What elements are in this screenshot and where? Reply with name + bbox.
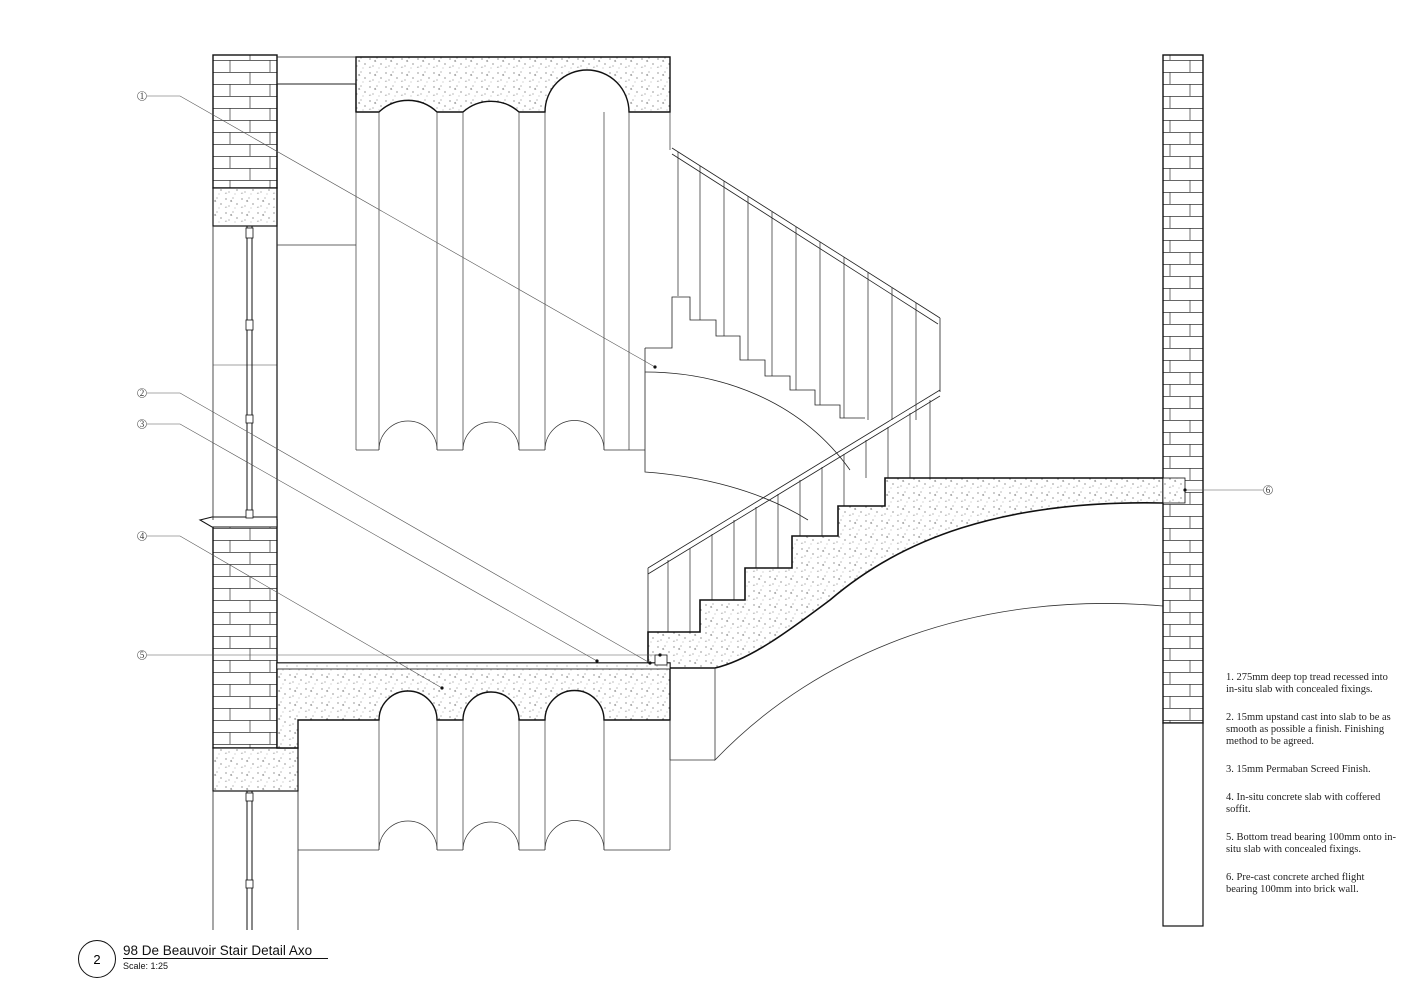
callout-dots bbox=[440, 365, 1187, 690]
callout-marker-6 bbox=[1263, 485, 1273, 495]
note-5: 5. Bottom tread bearing 100mm onto in-si… bbox=[1226, 832, 1397, 855]
callout-leaders bbox=[137, 91, 1273, 689]
lower-coffered-slab bbox=[276, 654, 671, 851]
drawing-title-block: 2 98 De Beauvoir Stair Detail Axo Scale:… bbox=[78, 940, 338, 980]
callout-number-2: 2 bbox=[140, 388, 145, 398]
left-brick-wall bbox=[198, 54, 299, 930]
callout-marker-2 bbox=[137, 388, 147, 398]
upper-coffered-slab bbox=[276, 56, 671, 520]
callout-marker-3 bbox=[137, 419, 147, 429]
right-brick-wall bbox=[1162, 54, 1204, 927]
callout-marker-4 bbox=[137, 531, 147, 541]
note-3: 3. 15mm Permaban Screed Finish. bbox=[1226, 764, 1371, 775]
note-2: 2. 15mm upstand cast into slab to be as … bbox=[1226, 712, 1391, 747]
callout-marker-5 bbox=[137, 650, 147, 660]
callout-number-5: 5 bbox=[140, 650, 145, 660]
drawing-scale: Scale: 1:25 bbox=[123, 961, 169, 971]
lower-handrail bbox=[647, 389, 941, 656]
callout-number-6: 6 bbox=[1266, 485, 1271, 495]
drawing-number: 2 bbox=[78, 940, 116, 978]
callout-number-3: 3 bbox=[140, 419, 145, 429]
drawing-title: 98 De Beauvoir Stair Detail Axo bbox=[123, 943, 313, 958]
note-4: 4. In-situ concrete slab with coffered s… bbox=[1226, 792, 1381, 815]
window-glazing bbox=[245, 226, 254, 930]
notes-list: 1. 275mm deep top tread recessed into in… bbox=[1226, 672, 1396, 912]
callout-marker-1 bbox=[137, 91, 147, 101]
note-1: 1. 275mm deep top tread recessed into in… bbox=[1226, 672, 1388, 695]
title-underline bbox=[123, 958, 328, 959]
upper-stair-flight bbox=[644, 147, 941, 521]
note-6: 6. Pre-cast concrete arched flight beari… bbox=[1226, 872, 1365, 895]
callout-number-4: 4 bbox=[140, 531, 145, 541]
callout-numbers: 1 2 3 4 5 6 bbox=[140, 91, 1271, 660]
callout-number-1: 1 bbox=[140, 91, 145, 101]
precast-arched-flight bbox=[647, 477, 1186, 761]
